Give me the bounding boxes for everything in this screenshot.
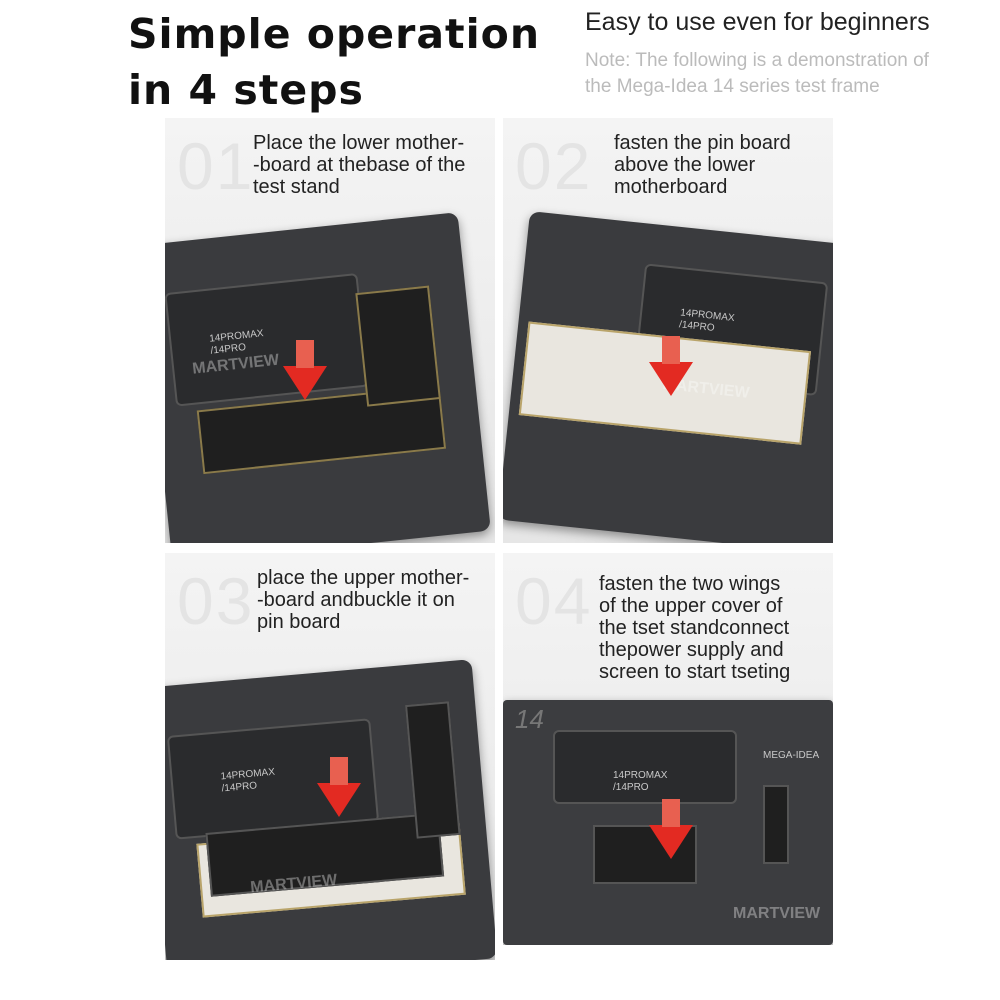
red-arrow-icon (649, 336, 693, 396)
test-frame-image: 14PROMAX /14PRO MARTVIEW (165, 212, 491, 543)
step-text-line: Place the lower mother- (253, 132, 465, 154)
step-number: 04 (515, 564, 593, 638)
step-number: 02 (515, 129, 593, 203)
note-line-2: the Mega-Idea 14 series test frame (585, 76, 880, 97)
title-line-1: Simple operation (128, 10, 541, 58)
model-label: 14PROMAX /14PRO (613, 770, 668, 793)
model-label: 14PROMAX /14PRO (678, 307, 736, 334)
step-text-line: fasten the pin board (614, 132, 791, 154)
red-arrow-icon (649, 799, 693, 859)
step-3-panel: 03 place the upper mother--board andbuck… (165, 553, 495, 960)
brand-logo: MEGA-IDEA (763, 750, 820, 761)
step-text-line: motherboard (614, 176, 728, 198)
step-text-line: the tset standconnect (599, 617, 790, 639)
red-arrow-icon (283, 340, 327, 400)
step-number: 03 (177, 564, 255, 638)
step-text-line: of the upper cover of (599, 595, 783, 617)
subtitle: Easy to use even for beginners (585, 8, 930, 36)
step-text-line: place the upper mother- (257, 567, 470, 589)
step-1-panel: 01 Place the lower mother--board at theb… (165, 118, 495, 543)
step-text-line: -board at thebase of the (253, 154, 466, 176)
step-text-line: screen to start tseting (599, 661, 791, 683)
step-number: 01 (177, 129, 255, 203)
step-text: place the upper mother--board andbuckle … (257, 567, 469, 633)
title-line-2: in 4 steps (128, 66, 364, 114)
note: Note: The following is a demonstration o… (585, 48, 985, 100)
step-text-line: fasten the two wings (599, 573, 781, 595)
step-text-line: above the lower (614, 154, 756, 176)
note-line-1: Note: The following is a demonstration o… (585, 50, 929, 71)
step-text-line: pin board (257, 611, 341, 633)
page-title: Simple operation in 4 steps (128, 6, 540, 118)
step-text-line: test stand (253, 176, 340, 198)
watermark: MARTVIEW (733, 905, 821, 922)
model-label: 14PROMAX /14PRO (220, 766, 276, 795)
red-arrow-icon (317, 757, 361, 817)
step-text: Place the lower mother--board at thebase… (253, 132, 465, 198)
series-label: 14 (515, 704, 544, 734)
step-text-line: thepower supply and (599, 639, 784, 661)
step-text-line: -board andbuckle it on (257, 589, 455, 611)
